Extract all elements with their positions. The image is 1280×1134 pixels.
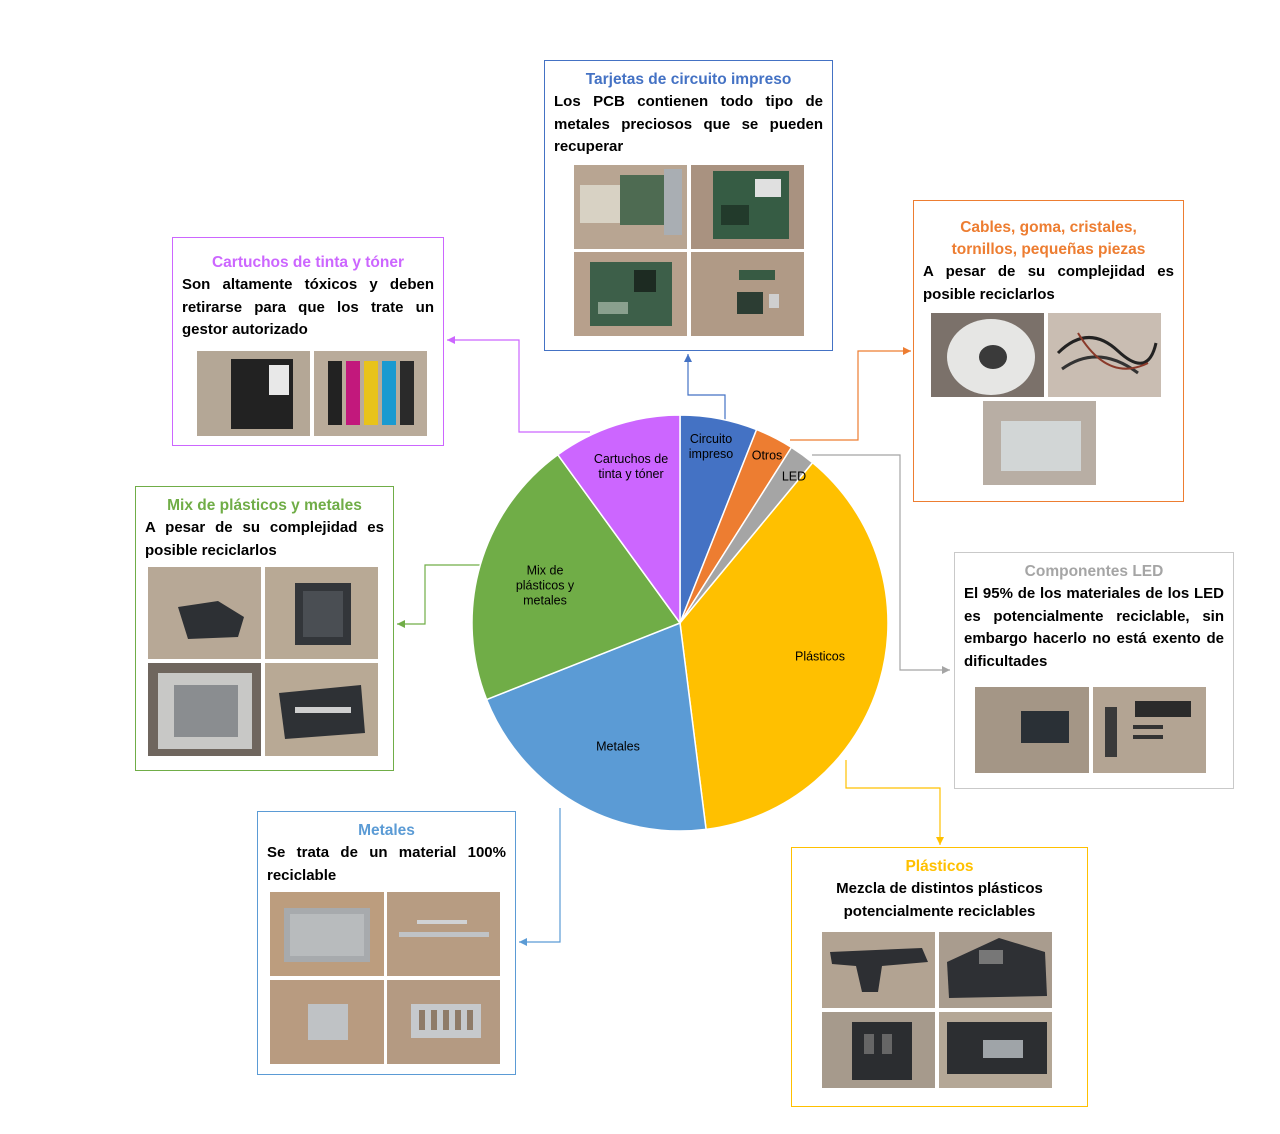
pie-slice-3	[679, 461, 889, 831]
photo-metales-3	[270, 980, 384, 1064]
connector-line-5	[397, 564, 485, 625]
photo-plasticos-3	[822, 1012, 935, 1088]
photo-metales-2	[387, 892, 500, 976]
slice-label-metales: Metales	[596, 739, 640, 754]
panel-title: Metales	[358, 822, 415, 839]
photo-cartuchos-2	[314, 351, 427, 436]
panel-title: Tarjetas de circuito impreso	[585, 71, 792, 88]
photo-pcb-2	[691, 165, 804, 249]
pie-slice-6	[556, 414, 681, 626]
panel-text: Se trata de un material 100% reciclable	[267, 844, 506, 884]
photo-pcb-1	[574, 165, 687, 249]
connector-arrow-6	[447, 336, 455, 344]
connector-line-1	[790, 350, 911, 441]
slice-label-plasticos: Plásticos	[794, 649, 846, 664]
photo-pcb-3	[574, 252, 687, 336]
photo-mix-3	[148, 663, 261, 756]
photo-pcb-4	[691, 252, 804, 336]
pie-slices	[471, 414, 889, 832]
photo-plasticos-1	[822, 932, 935, 1008]
photo-mix-2	[265, 567, 378, 659]
panel-text: A pesar de su complejidad es posible rec…	[923, 263, 1174, 303]
photo-plasticos-2	[939, 932, 1052, 1008]
connector-line-3	[845, 760, 941, 845]
connector-arrow-0	[684, 354, 692, 362]
photo-metales-1	[270, 892, 384, 976]
photo-otros-2	[1048, 313, 1161, 397]
photo-led-2	[1093, 687, 1206, 773]
panel-title: Mix de plásticos y metales	[167, 497, 362, 514]
panel-text-line1: Mezcla de distintos plásticos	[836, 880, 1043, 897]
photo-metales-4	[387, 980, 500, 1064]
photo-mix-1	[148, 567, 261, 659]
connector-lines	[397, 336, 950, 946]
photo-plasticos-4	[939, 1012, 1052, 1088]
photo-led-1	[975, 687, 1089, 773]
slice-label-otros: Otros	[751, 448, 783, 463]
photo-otros-3	[983, 401, 1096, 485]
panel-title: Componentes LED	[1024, 563, 1164, 580]
connector-arrow-5	[397, 620, 405, 628]
pie-slice-4	[485, 621, 707, 832]
connector-line-4	[519, 808, 561, 943]
panel-text: Son altamente tóxicos y deben retirarse …	[182, 276, 434, 338]
connector-arrow-3	[936, 837, 944, 845]
photo-mix-4	[265, 663, 378, 756]
slice-label-led: LED	[781, 469, 807, 484]
pie-slice-5	[471, 453, 682, 701]
panel-text-line2: potencialmente reciclables	[843, 902, 1036, 920]
connector-arrow-4	[519, 938, 527, 946]
panel-title: Plásticos	[905, 858, 974, 875]
panel-text: Los PCB contienen todo tipo de metales p…	[554, 93, 823, 155]
connector-line-2	[812, 454, 950, 671]
connector-line-6	[447, 339, 590, 433]
panel-text: El 95% de los materiales de los LED es p…	[964, 585, 1224, 670]
connector-arrow-2	[942, 666, 950, 674]
connector-arrow-1	[903, 347, 911, 355]
panel-text: A pesar de su complejidad es posible rec…	[145, 519, 384, 559]
photo-otros-1	[931, 313, 1044, 397]
photo-cartuchos-1	[197, 351, 310, 436]
panel-title: Cartuchos de tinta y tóner	[211, 254, 405, 271]
panel-title-line2: tornillos, pequeñas piezas	[951, 241, 1146, 258]
connector-line-0	[687, 354, 726, 420]
panel-title-line1: Cables, goma, cristales,	[960, 219, 1137, 236]
